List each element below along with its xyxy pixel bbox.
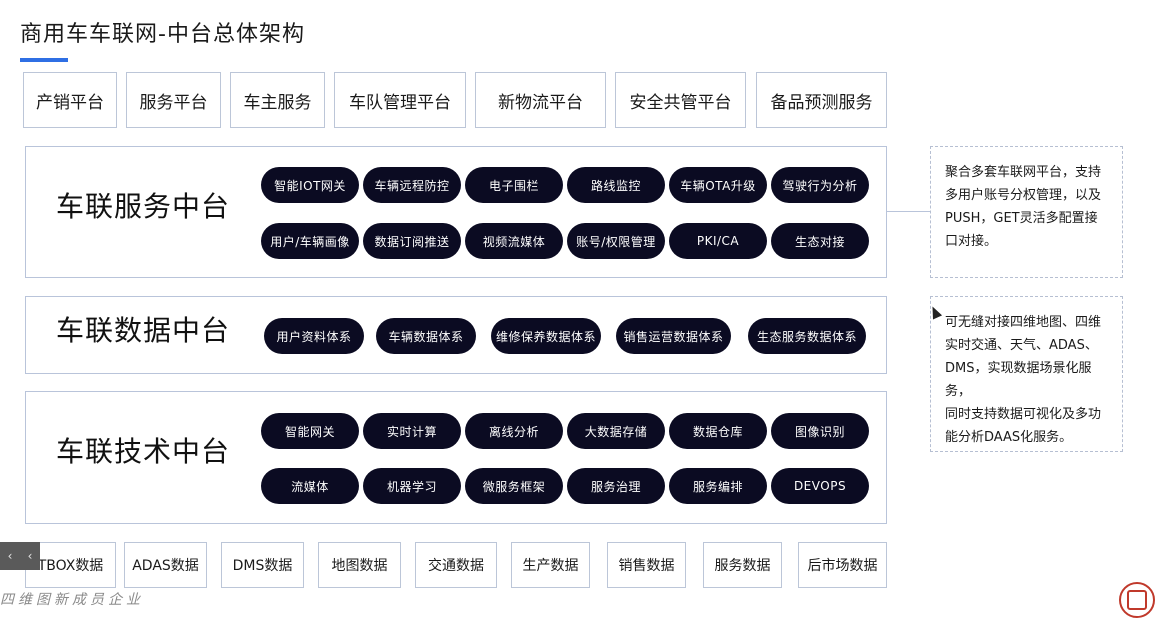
data-source-box: 交通数据	[415, 542, 497, 588]
capability-pill: 智能IOT网关	[261, 167, 359, 203]
capability-pill: 生态服务数据体系	[748, 318, 866, 354]
capability-pill: 微服务框架	[465, 468, 563, 504]
note-line: 聚合多套车联网平台，支持	[945, 165, 1102, 180]
capability-pill: 用户资料体系	[264, 318, 364, 354]
note-line: 能分析DAAS化服务。	[945, 430, 1073, 445]
capability-pill: 机器学习	[363, 468, 461, 504]
service-platform-panel: 车联服务中台 智能IOT网关 车辆远程防控 电子围栏 路线监控 车辆OTA升级 …	[25, 146, 887, 278]
data-source-box: 服务数据	[703, 542, 782, 588]
data-platform-panel: 车联数据中台 用户资料体系 车辆数据体系 维修保养数据体系 销售运营数据体系 生…	[25, 296, 887, 374]
watermark-text: 四维图新成员企业	[0, 592, 144, 608]
note-line: 可无缝对接四维地图、四维	[945, 315, 1102, 330]
data-source-box: 地图数据	[318, 542, 401, 588]
note-line: 多用户账号分权管理，以及	[945, 188, 1102, 203]
note-line: 同时支持数据可视化及多功	[945, 407, 1102, 422]
capability-pill: 生态对接	[771, 223, 869, 259]
connector-line	[887, 211, 930, 212]
capability-pill: 图像识别	[771, 413, 869, 449]
top-box: 服务平台	[126, 72, 221, 128]
panel-title: 车联服务中台	[56, 190, 231, 223]
note-line: PUSH，GET灵活多配置接	[945, 211, 1098, 226]
capability-pill: 销售运营数据体系	[616, 318, 731, 354]
next-slide-button[interactable]: ‹	[27, 549, 33, 563]
page-title: 商用车车联网-中台总体架构	[20, 22, 305, 47]
capability-pill: 流媒体	[261, 468, 359, 504]
capability-pill: 账号/权限管理	[567, 223, 665, 259]
capability-pill: 用户/车辆画像	[261, 223, 359, 259]
capability-pill: 实时计算	[363, 413, 461, 449]
top-box: 产销平台	[23, 72, 117, 128]
capability-pill: 服务治理	[567, 468, 665, 504]
panel-title: 车联数据中台	[56, 314, 231, 347]
capability-pill: 离线分析	[465, 413, 563, 449]
data-source-box: 生产数据	[511, 542, 590, 588]
panel-title: 车联技术中台	[56, 435, 231, 468]
capability-pill: 智能网关	[261, 413, 359, 449]
title-underline	[20, 58, 68, 62]
service-note-box: 聚合多套车联网平台，支持 多用户账号分权管理，以及 PUSH，GET灵活多配置接…	[930, 146, 1123, 278]
prev-slide-button[interactable]: ‹	[7, 549, 13, 563]
data-source-box: TBOX数据	[25, 542, 116, 588]
capability-pill: 服务编排	[669, 468, 767, 504]
capability-pill: 维修保养数据体系	[491, 318, 601, 354]
capability-pill: 路线监控	[567, 167, 665, 203]
capability-pill: 驾驶行为分析	[771, 167, 869, 203]
capability-pill: 车辆数据体系	[376, 318, 476, 354]
top-box: 车主服务	[230, 72, 325, 128]
top-box: 车队管理平台	[334, 72, 466, 128]
capability-pill: 车辆远程防控	[363, 167, 461, 203]
tech-platform-panel: 车联技术中台 智能网关 实时计算 离线分析 大数据存储 数据仓库 图像识别 流媒…	[25, 391, 887, 524]
top-box: 备品预测服务	[756, 72, 887, 128]
note-line: DMS，实现数据场景化服务，	[945, 361, 1092, 399]
data-source-box: DMS数据	[221, 542, 304, 588]
seal-logo-icon	[1119, 582, 1155, 618]
data-source-box: 后市场数据	[798, 542, 887, 588]
slide-nav-control: ‹ ‹	[0, 542, 40, 570]
note-line: 实时交通、天气、ADAS、	[945, 338, 1098, 353]
capability-pill: 电子围栏	[465, 167, 563, 203]
capability-pill: 视频流媒体	[465, 223, 563, 259]
data-source-box: ADAS数据	[124, 542, 207, 588]
data-source-box: 销售数据	[607, 542, 686, 588]
capability-pill: 数据订阅推送	[363, 223, 461, 259]
capability-pill: 大数据存储	[567, 413, 665, 449]
seal-inner	[1127, 590, 1147, 610]
capability-pill: 车辆OTA升级	[669, 167, 767, 203]
top-box: 新物流平台	[475, 72, 606, 128]
note-line: 口对接。	[945, 234, 998, 249]
capability-pill: PKI/CA	[669, 223, 767, 259]
capability-pill: 数据仓库	[669, 413, 767, 449]
data-note-box: 可无缝对接四维地图、四维 实时交通、天气、ADAS、 DMS，实现数据场景化服务…	[930, 296, 1123, 452]
top-box: 安全共管平台	[615, 72, 746, 128]
capability-pill: DEVOPS	[771, 468, 869, 504]
